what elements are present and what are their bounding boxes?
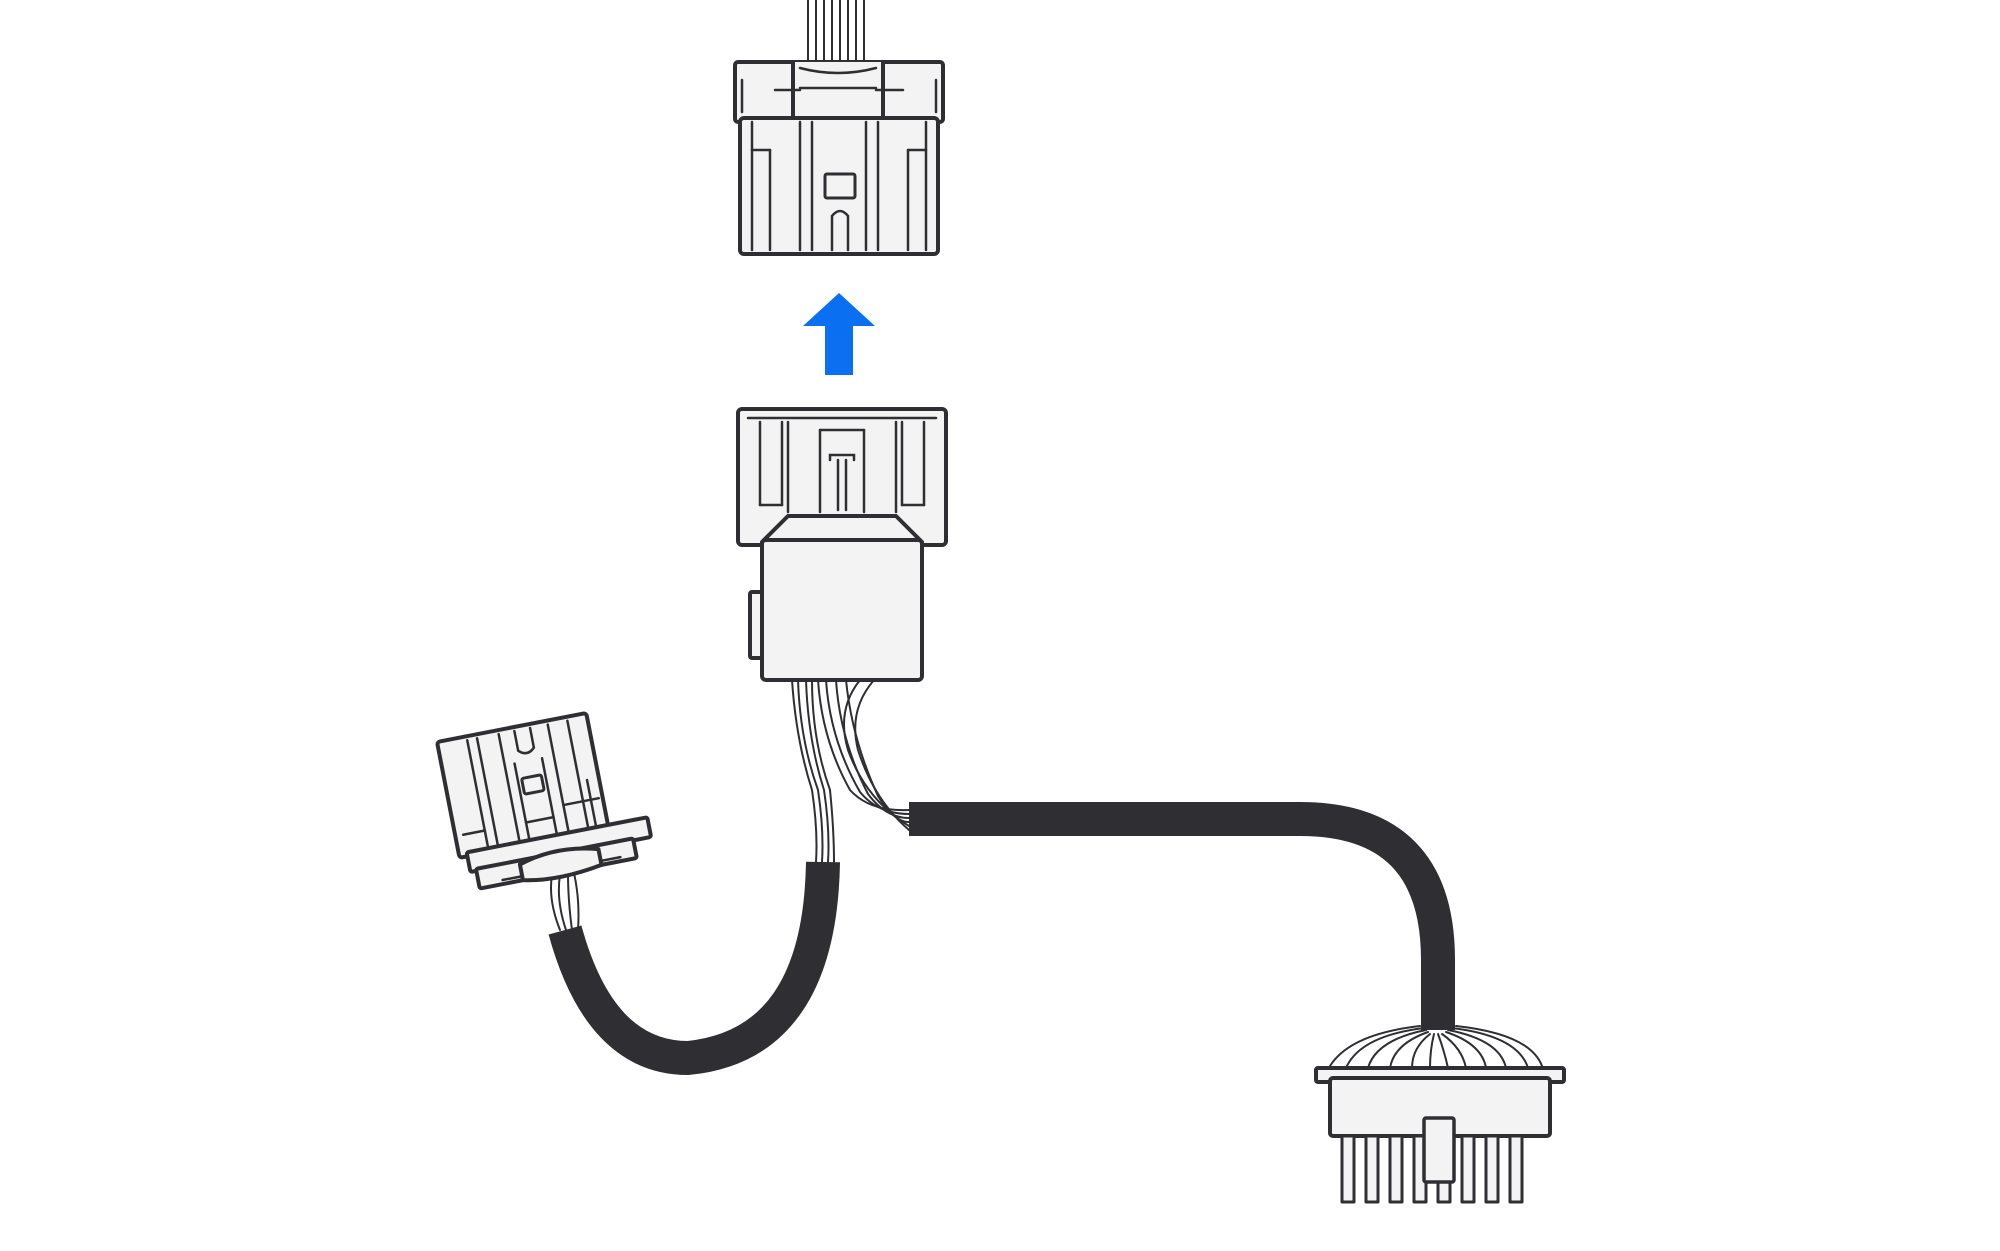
board-connector-pins	[1340, 1134, 1524, 1204]
harness-connector	[736, 407, 948, 682]
vehicle-connector-wires	[807, 0, 865, 63]
harness-cable-short	[548, 861, 840, 1075]
harness-cable-long	[909, 802, 1455, 1030]
board-connector-wires	[1329, 1025, 1543, 1069]
vehicle-connector	[733, 0, 945, 256]
board-connector	[1314, 1025, 1566, 1204]
side-connector	[435, 711, 653, 931]
arrow-up-icon	[803, 293, 875, 375]
harness-connector-wires	[791, 679, 910, 863]
side-connector-wires	[550, 872, 580, 931]
